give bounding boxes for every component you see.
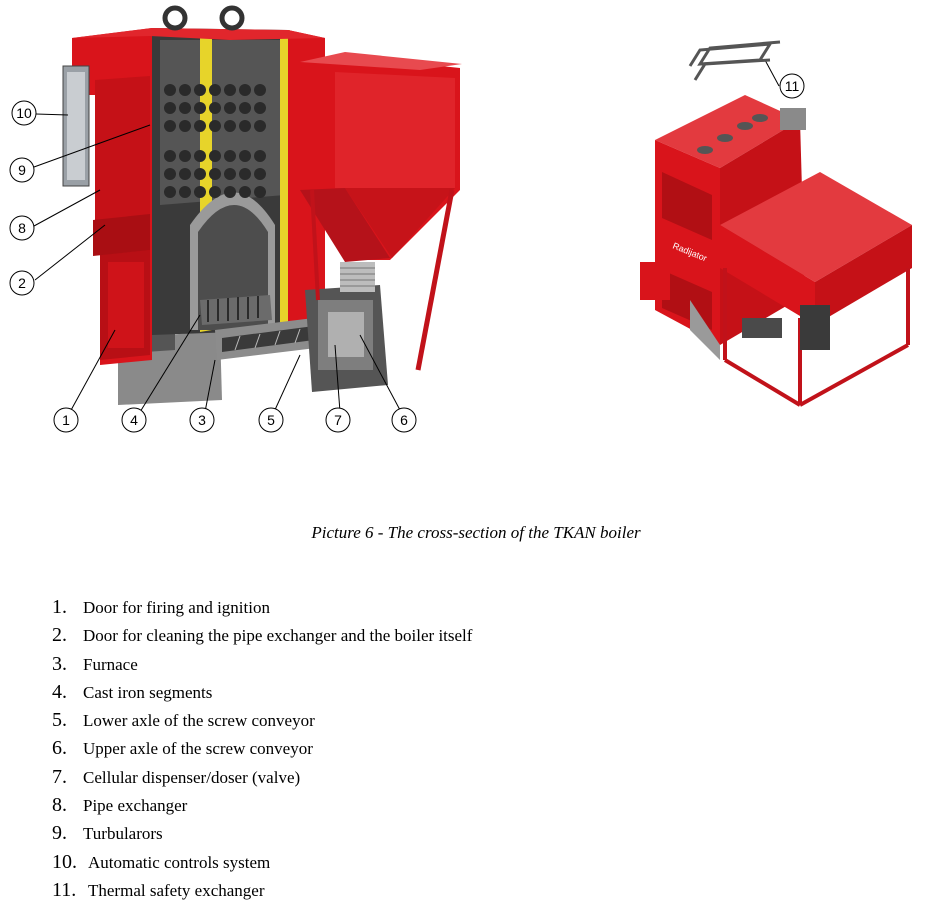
list-item: 7. Cellular dispenser/doser (valve) bbox=[52, 766, 472, 794]
list-item-number: 9. bbox=[52, 822, 67, 845]
callout-8-label: 8 bbox=[18, 220, 26, 236]
callout-1-label: 1 bbox=[62, 412, 70, 428]
list-item-number: 10. bbox=[52, 850, 77, 873]
list-item-text: Pipe exchanger bbox=[83, 796, 188, 816]
callout-9-label: 9 bbox=[18, 162, 26, 178]
list-item: 6. Upper axle of the screw conveyor bbox=[52, 737, 472, 765]
callout-3-label: 3 bbox=[198, 412, 206, 428]
callout-7: 7 bbox=[325, 407, 351, 433]
cross-section-drawing bbox=[62, 5, 462, 405]
callout-2: 2 bbox=[9, 270, 35, 296]
callout-9: 9 bbox=[9, 157, 35, 183]
list-item-number: 4. bbox=[52, 680, 67, 703]
list-item-number: 3. bbox=[52, 652, 67, 675]
callout-10: 10 bbox=[11, 100, 37, 126]
list-item-number: 7. bbox=[52, 765, 67, 788]
callout-5-label: 5 bbox=[267, 412, 275, 428]
list-item-text: Lower axle of the screw conveyor bbox=[83, 711, 315, 731]
callout-6-label: 6 bbox=[400, 412, 408, 428]
callout-markers: 10 9 8 2 1 4 3 5 7 6 11 bbox=[9, 73, 805, 433]
list-item-number: 1. bbox=[52, 596, 67, 618]
list-item-text: Cellular dispenser/doser (valve) bbox=[83, 767, 301, 787]
list-item-number: 8. bbox=[52, 794, 67, 817]
callout-3: 3 bbox=[189, 407, 215, 433]
list-item-text: Door for firing and ignition bbox=[83, 598, 270, 617]
list-item: 4. Cast iron segments bbox=[52, 681, 472, 709]
list-item-text: Door for cleaning the pipe exchanger and… bbox=[83, 626, 473, 646]
list-item: 9. Turbularors bbox=[52, 822, 472, 850]
list-item: 3. Furnace bbox=[52, 653, 472, 681]
callout-1: 1 bbox=[53, 407, 79, 433]
callout-11-label: 11 bbox=[785, 78, 800, 94]
list-item-text: Automatic controls system bbox=[88, 852, 271, 872]
callout-4-label: 4 bbox=[130, 412, 138, 428]
boiler-illustration: 10 9 8 2 1 4 3 5 7 6 11 Radijator bbox=[9, 5, 912, 433]
callout-11: 11 bbox=[779, 73, 805, 99]
parts-list: 1. Door for firing and ignition 2. Door fo… bbox=[52, 596, 472, 907]
list-item: 1. Door for firing and ignition bbox=[52, 596, 472, 624]
exterior-drawing: Radijator bbox=[640, 40, 912, 407]
list-item: 11. Thermal safety exchanger bbox=[52, 879, 472, 907]
callout-7-label: 7 bbox=[334, 412, 342, 428]
list-item: 5. Lower axle of the screw conveyor bbox=[52, 709, 472, 737]
list-item: 8. Pipe exchanger bbox=[52, 794, 472, 822]
callout-2-label: 2 bbox=[18, 275, 26, 291]
list-item-text: Cast iron segments bbox=[83, 682, 213, 702]
list-item: 2. Door for cleaning the pipe exchanger a… bbox=[52, 624, 472, 652]
list-item-number: 11. bbox=[52, 878, 77, 901]
list-item-number: 6. bbox=[52, 737, 67, 760]
list-item-text: Upper axle of the screw conveyor bbox=[83, 739, 313, 759]
list-item-text: Furnace bbox=[83, 654, 138, 674]
callout-10-label: 10 bbox=[16, 105, 32, 121]
list-item-number: 2. bbox=[52, 624, 67, 647]
list-item-number: 5. bbox=[52, 709, 67, 732]
figure-caption: Picture 6 - The cross-section of the TKA… bbox=[311, 523, 641, 542]
list-item-text: Thermal safety exchanger bbox=[88, 880, 265, 900]
list-item-text: Turbularors bbox=[83, 824, 163, 844]
callout-5: 5 bbox=[258, 407, 284, 433]
callout-8: 8 bbox=[9, 215, 35, 241]
list-item: 10. Automatic controls system bbox=[52, 851, 472, 879]
callout-4: 4 bbox=[121, 407, 147, 433]
callout-6: 6 bbox=[391, 407, 417, 433]
